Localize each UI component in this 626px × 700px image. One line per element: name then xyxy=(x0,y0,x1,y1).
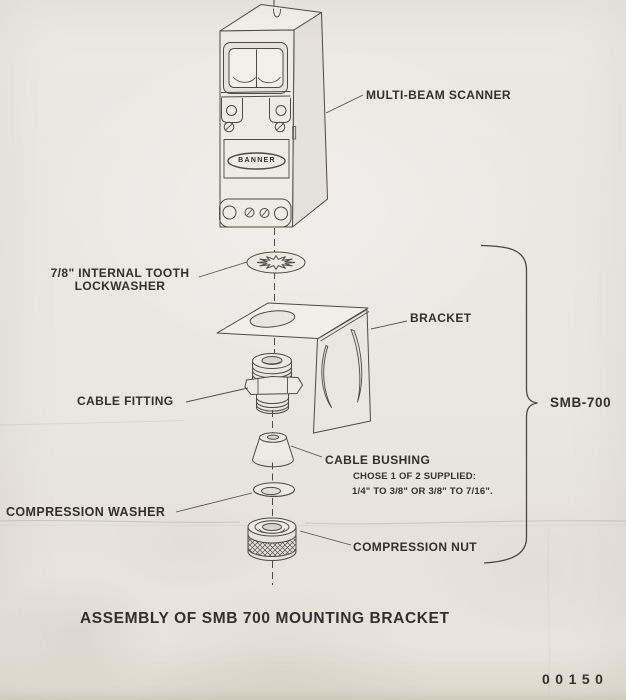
paper-creases xyxy=(0,420,626,700)
bushing-note-line2: 1/4" TO 3/8" OR 3/8" TO 7/16". xyxy=(352,486,493,497)
cable-fitting-drawing xyxy=(244,353,304,414)
smb-700-label: SMB-700 xyxy=(550,394,612,410)
cable-bushing-label: CABLE BUSHING xyxy=(325,452,431,467)
leader-lines xyxy=(175,94,408,546)
leader-compression-nut xyxy=(299,530,352,546)
cable-bushing-drawing xyxy=(252,432,294,468)
leader-lockwasher xyxy=(198,261,248,278)
cable-fitting-label: CABLE FITTING xyxy=(77,393,174,408)
compression-washer-drawing xyxy=(253,482,295,498)
smb-700-brace xyxy=(480,244,538,564)
bushing-note-line1: CHOSE 1 OF 2 SUPPLIED: xyxy=(353,471,477,482)
leader-cable-bushing xyxy=(290,445,323,458)
lockwasher-teeth xyxy=(257,256,295,270)
compression-washer-label: COMPRESSION WASHER xyxy=(6,504,166,519)
lockwasher-label-line2: LOCKWASHER xyxy=(74,279,166,294)
compression-nut-label: COMPRESSION NUT xyxy=(353,539,478,554)
multi-beam-scanner-label: MULTI-BEAM SCANNER xyxy=(366,87,511,102)
lockwasher-label: 7/8" INTERNAL TOOTH LOCKWASHER xyxy=(38,265,202,295)
banner-brand-label: BANNER xyxy=(238,156,276,164)
doc-number: 00150 xyxy=(542,671,609,687)
bracket-label: BRACKET xyxy=(410,310,472,325)
leader-bracket xyxy=(370,320,408,330)
leader-cable-fitting xyxy=(185,387,249,403)
compression-nut-drawing xyxy=(247,517,297,561)
leader-compression-washer xyxy=(175,492,253,513)
bracket-drawing xyxy=(216,302,371,434)
sheet-title: ASSEMBLY OF SMB 700 MOUNTING BRACKET xyxy=(80,609,450,627)
lockwasher-label-line1: 7/8" INTERNAL TOOTH xyxy=(50,265,190,280)
lockwasher-drawing xyxy=(246,251,306,274)
scanner-drawing xyxy=(219,4,328,228)
leader-scanner xyxy=(325,94,364,114)
